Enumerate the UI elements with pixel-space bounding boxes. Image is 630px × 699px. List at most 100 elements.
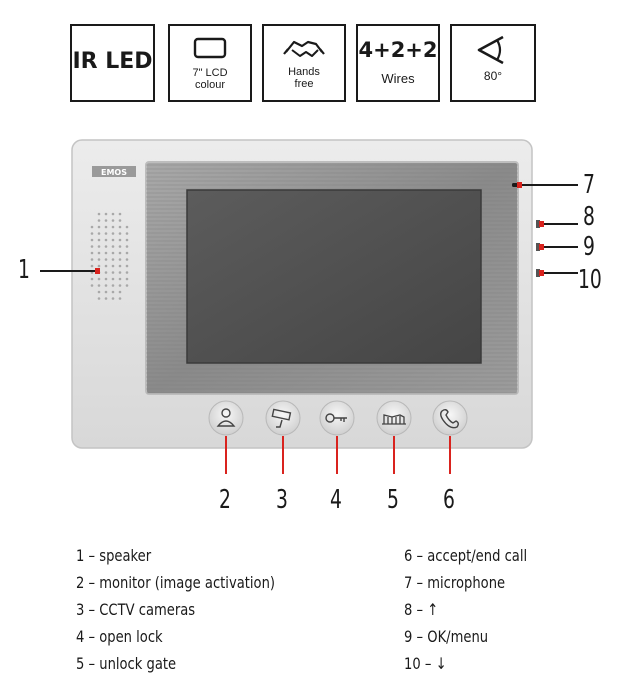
grille-hole [97, 284, 101, 287]
callout-line-10 [540, 272, 578, 274]
grille-hole [118, 277, 122, 281]
feature-wires: 4+2+2 Wires [356, 24, 440, 102]
grille-hole [104, 277, 108, 281]
grille-hole [90, 245, 94, 248]
grille-hole [111, 271, 115, 274]
marker-1 [95, 268, 100, 274]
grille-hole [90, 264, 94, 268]
callout-6: 6 [443, 485, 455, 515]
grille-hole [118, 297, 122, 300]
open-lock-button [319, 400, 355, 436]
grille-hole [104, 258, 108, 261]
grille-hole [90, 225, 94, 229]
grille-hole [125, 245, 129, 248]
legend-item: 10 – ↓ [404, 654, 447, 673]
legend-item: 3 – CCTV cameras [76, 600, 196, 619]
hands-free-label: Hands free [288, 66, 320, 90]
callout-4: 4 [330, 485, 342, 515]
grille-hole [118, 219, 122, 222]
grille-hole [125, 258, 129, 261]
grille-hole [118, 225, 122, 229]
callout-5: 5 [387, 485, 399, 515]
callout-2: 2 [219, 485, 231, 515]
callout-line-6 [449, 436, 451, 474]
grille-hole [90, 238, 94, 242]
camera-icon [271, 408, 292, 428]
unlock-gate-button [376, 400, 412, 436]
feature-ir-led: IR LED [70, 24, 155, 102]
grille-hole [97, 232, 101, 235]
callout-7: 7 [583, 170, 595, 200]
grille-hole [118, 232, 122, 235]
callout-line-1 [40, 270, 98, 272]
grille-hole [125, 264, 129, 268]
grille-hole [111, 232, 115, 235]
marker-9 [539, 244, 544, 250]
grille-hole [125, 225, 129, 229]
grille-hole [111, 238, 115, 242]
grille-hole [97, 264, 101, 268]
grille-hole [125, 251, 129, 255]
grille-hole [97, 245, 101, 248]
grille-hole [90, 251, 94, 255]
grille-hole [97, 238, 101, 242]
up-button [536, 220, 540, 228]
grille-hole [90, 232, 94, 235]
grille-hole [118, 264, 122, 268]
grille-hole [125, 232, 129, 235]
callout-9: 9 [583, 232, 595, 262]
grille-hole [111, 245, 115, 248]
grille-hole [97, 290, 101, 294]
wires-title: 4+2+2 [358, 38, 438, 62]
callout-line-3 [282, 436, 284, 474]
grille-hole [118, 238, 122, 242]
legend-item: 4 – open lock [76, 627, 163, 646]
grille-hole [104, 284, 108, 287]
legend-item: 8 – ↑ [404, 600, 439, 619]
callout-10: 10 [578, 265, 602, 295]
callout-line-2 [225, 436, 227, 474]
grille-hole [111, 290, 115, 294]
legend-right: 6 – accept/end call 7 – microphone 8 – ↑… [404, 542, 527, 677]
gate-icon [382, 414, 406, 425]
grille-hole [97, 219, 101, 222]
grille-hole [90, 277, 94, 281]
monitor-button [208, 400, 244, 436]
ir-led-title: IR LED [72, 49, 153, 74]
grille-hole [104, 297, 108, 300]
user-icon [216, 408, 236, 427]
grille-hole [125, 271, 129, 274]
grille-hole [118, 258, 122, 261]
grille-hole [111, 258, 115, 261]
grille-hole [97, 225, 101, 229]
grille-hole [104, 232, 108, 235]
grille-hole [90, 284, 94, 287]
legend-item: 5 – unlock gate [76, 654, 177, 673]
grille-hole [118, 271, 122, 274]
callout-line-4 [336, 436, 338, 474]
callout-line-8 [540, 223, 578, 225]
brand-badge [92, 166, 136, 177]
viewing-angle-label: 80° [483, 69, 503, 83]
legend-left: 1 – speaker 2 – monitor (image activatio… [76, 542, 275, 677]
grille-hole [104, 245, 108, 248]
grille-hole [125, 238, 129, 242]
grille-hole [97, 251, 101, 255]
feature-lcd: 7" LCD colour [168, 24, 252, 102]
grille-hole [97, 258, 101, 261]
grille-hole [118, 251, 122, 255]
grille-hole [111, 284, 115, 287]
grille-hole [111, 264, 115, 268]
grille-hole [118, 290, 122, 294]
grille-hole [111, 251, 115, 255]
callout-line-9 [540, 246, 578, 248]
handshake-icon [283, 40, 325, 57]
down-button [536, 269, 540, 277]
grille-hole [90, 258, 94, 261]
marker-7 [517, 182, 522, 188]
lcd-screen-icon [193, 37, 227, 59]
callout-3: 3 [276, 485, 288, 515]
legend-item: 1 – speaker [76, 546, 152, 565]
